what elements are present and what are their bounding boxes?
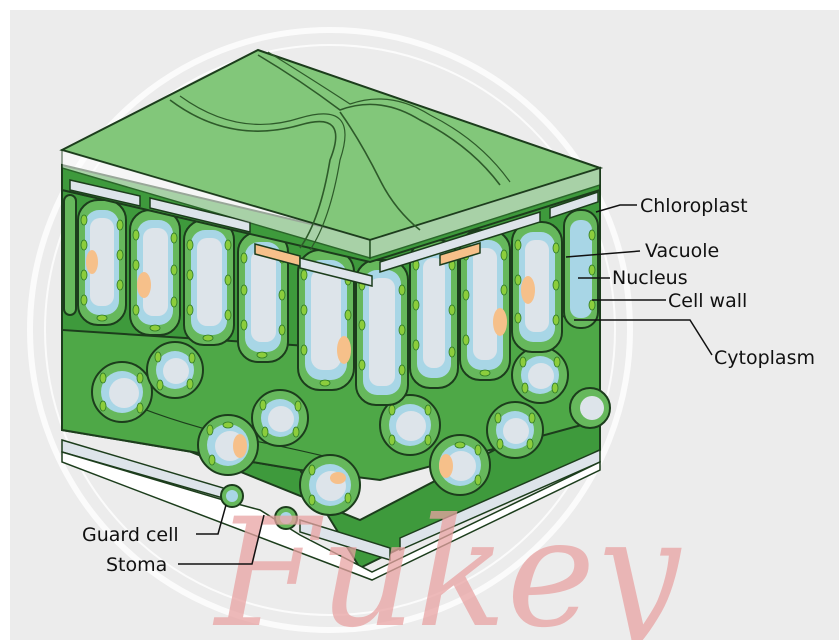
label-guard-cell: Guard cell	[82, 524, 179, 546]
watermark-text: Fukey	[212, 487, 682, 640]
label-cytoplasm: Cytoplasm	[714, 347, 815, 369]
label-stoma: Stoma	[106, 554, 167, 576]
label-nucleus: Nucleus	[612, 267, 688, 289]
label-vacuole: Vacuole	[645, 240, 719, 262]
label-cell-wall: Cell wall	[668, 290, 747, 312]
label-chloroplast: Chloroplast	[640, 195, 748, 217]
